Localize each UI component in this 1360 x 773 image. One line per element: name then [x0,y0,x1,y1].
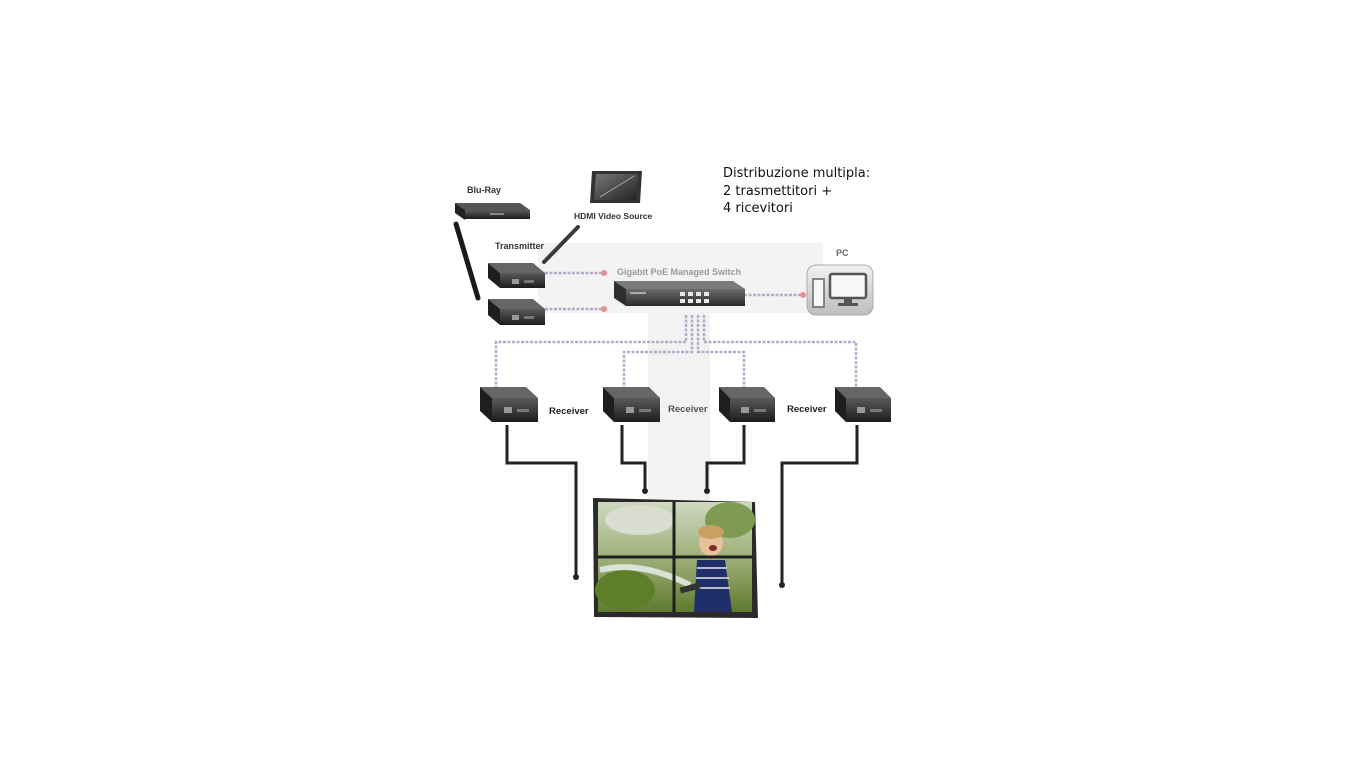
transmitter-network-cables [545,271,803,311]
pc-label: PC [836,248,849,258]
cable-end [573,574,579,580]
title-line-3: 4 ricevitori [723,201,793,216]
hdmi-output-cables [505,425,859,584]
transmitter-label: Transmitter [495,241,545,251]
receiver-label-3: Receiver [787,404,827,415]
connector-dot [601,306,607,312]
connector-dot [800,292,806,298]
hdmi-source-cable [542,225,580,264]
video-wall [593,498,758,618]
receiver-network-cables [494,315,858,395]
title-line-1: Distribuzione multipla: [723,166,871,181]
receiver-2 [603,387,660,422]
hdmi-source-device [590,171,642,203]
receiver-4 [835,387,891,422]
poe-switch [614,281,745,306]
connector-dot [601,270,607,276]
cable-end [642,488,648,494]
title-line-2: 2 trasmettitori + [723,183,833,199]
transmitter-2 [488,299,545,325]
diagram-title: Distribuzione multipla: 2 trasmettitori … [723,165,870,218]
switch-ports [680,292,709,303]
receiver-label-2: Receiver [668,404,708,415]
hdmi-source-label: HDMI Video Source [574,211,653,221]
transmitter-1 [488,263,545,288]
cable-end [704,488,710,494]
bluray-device [455,203,530,220]
receiver-1 [480,387,538,422]
pc-icon [806,264,874,316]
receiver-3 [719,387,775,422]
bluray-label: Blu-Ray [467,185,502,195]
switch-label: Gigabit PoE Managed Switch [617,267,742,277]
cable-end [779,582,785,588]
receiver-label-1: Receiver [549,406,589,417]
bluray-cable [453,221,481,301]
